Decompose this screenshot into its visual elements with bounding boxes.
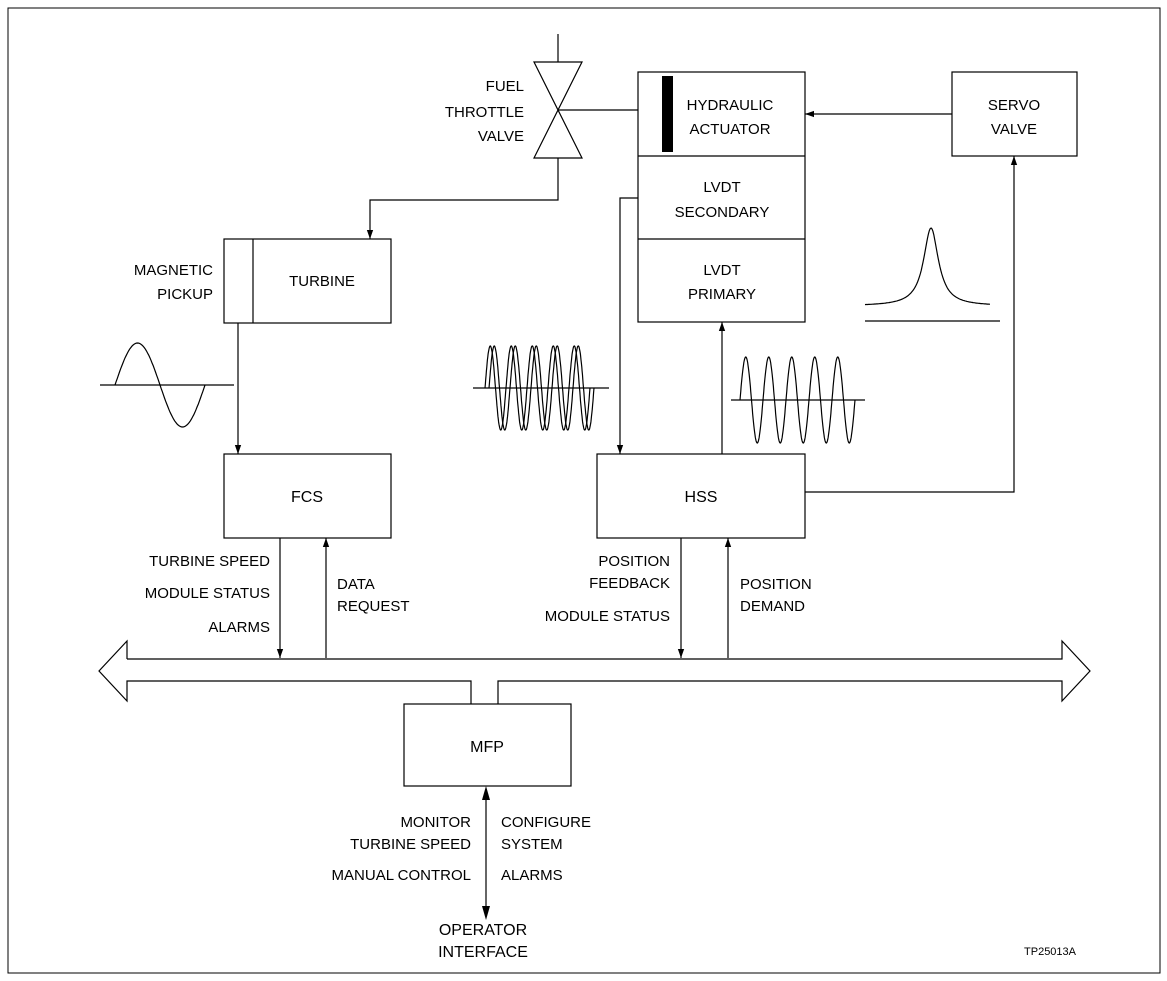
fuel-valve-label-3: VALVE	[478, 128, 524, 145]
fuel-throttle-valve: FUEL THROTTLE VALVE	[445, 34, 583, 159]
servo-valve-label-1: SERVO	[988, 97, 1040, 114]
hss-position-label: POSITION	[598, 553, 670, 570]
hss-to-servo-arrow	[805, 156, 1018, 493]
fcs-label: FCS	[291, 489, 323, 506]
data-request-label-1: DATA	[337, 576, 375, 593]
manual-control-label: MANUAL CONTROL	[332, 867, 471, 884]
lvdt-secondary-label-2: SECONDARY	[675, 204, 770, 221]
sine-wave-icon	[100, 342, 234, 428]
servo-valve-block: SERVO VALVE	[951, 71, 1078, 157]
fuel-valve-label-2: THROTTLE	[445, 104, 524, 121]
hydraulic-actuator-label-1: HYDRAULIC	[687, 97, 774, 114]
operator-interface-label-1: OPERATOR	[439, 922, 527, 939]
hss-feedback-label: FEEDBACK	[589, 575, 670, 592]
monitor-turbine-speed-label: TURBINE SPEED	[350, 836, 471, 853]
mfp-label: MFP	[470, 739, 504, 756]
hss-module-status-label: MODULE STATUS	[545, 608, 670, 625]
configure-label: CONFIGURE	[501, 814, 591, 831]
mfp-link-arrowhead-up	[482, 786, 490, 800]
data-request-label-2: REQUEST	[337, 598, 410, 615]
secondary-oscillation-icon	[473, 345, 609, 431]
mfp-block: MFP	[403, 703, 572, 787]
pulse-icon	[864, 227, 1000, 322]
lvdt-primary-label-2: PRIMARY	[688, 286, 756, 303]
position-demand-label-1: POSITION	[740, 576, 812, 593]
monitor-label: MONITOR	[400, 814, 471, 831]
actuator-stack: HYDRAULIC ACTUATOR LVDT SECONDARY LVDT P…	[637, 71, 806, 323]
figure-id: TP25013A	[1024, 946, 1077, 958]
communication-bus	[98, 639, 1091, 704]
fuel-to-turbine-arrow	[366, 158, 559, 239]
servo-valve-label-2: VALVE	[991, 121, 1037, 138]
hss-label: HSS	[685, 489, 718, 506]
fcs-alarms-label: ALARMS	[208, 619, 270, 636]
magnetic-pickup-label-1: MAGNETIC	[134, 262, 213, 279]
mfp-alarms-label: ALARMS	[501, 867, 563, 884]
fcs-turbine-speed-label: TURBINE SPEED	[149, 553, 270, 570]
fcs-block: FCS	[223, 453, 392, 539]
fuel-valve-label-1: FUEL	[486, 78, 524, 95]
turbine-label: TURBINE	[289, 273, 355, 290]
hydraulic-actuator-label-2: ACTUATOR	[689, 121, 770, 138]
magnetic-pickup-label-2: PICKUP	[157, 286, 213, 303]
primary-excitation-icon	[731, 356, 865, 444]
position-demand-label-2: DEMAND	[740, 598, 805, 615]
operator-interface-label-2: INTERFACE	[438, 944, 528, 961]
turbine-block: TURBINE	[223, 238, 392, 324]
actuator-piston	[662, 76, 673, 152]
lvdt-primary-label-1: LVDT	[703, 262, 740, 279]
lvdt-secondary-label-1: LVDT	[703, 179, 740, 196]
hss-block: HSS	[596, 453, 806, 539]
configure-system-label: SYSTEM	[501, 836, 563, 853]
lvdt-secondary-feedback-arrow	[616, 197, 638, 454]
fcs-module-status-label: MODULE STATUS	[145, 585, 270, 602]
page-frame	[7, 7, 1161, 974]
mfp-link-arrowhead-down	[482, 906, 490, 920]
